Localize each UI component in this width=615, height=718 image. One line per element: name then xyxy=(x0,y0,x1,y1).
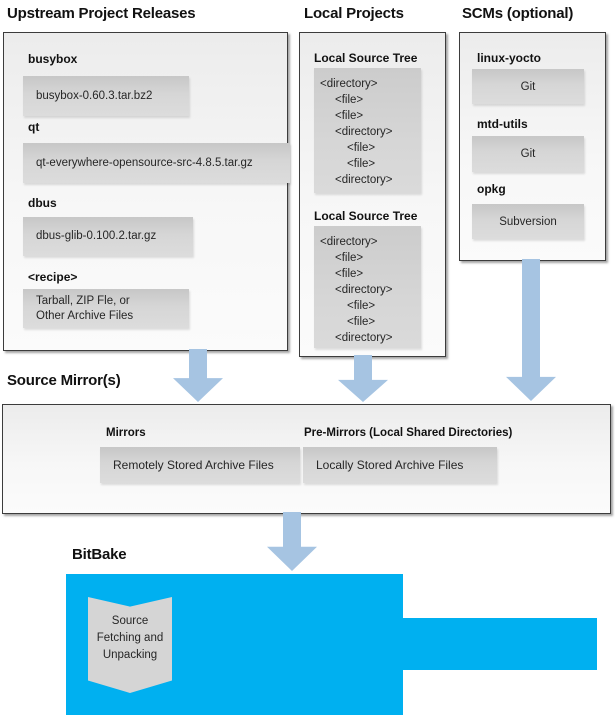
scm-item-tool: Subversion xyxy=(472,204,584,239)
upstream-item-file: qt-everywhere-opensource-src-4.8.5.tar.g… xyxy=(23,143,290,183)
tree-entry: <file> xyxy=(347,316,376,328)
down-arrow-icon xyxy=(506,259,556,401)
scms-title: SCMs (optional) xyxy=(462,5,574,22)
local-source-tree-label: Local Source Tree xyxy=(314,51,418,65)
local-source-tree-label: Local Source Tree xyxy=(314,209,418,223)
mirrors-group-label: Pre-Mirrors (Local Shared Directories) xyxy=(304,427,513,439)
tree-entry: <directory> xyxy=(320,78,378,90)
source-fetching-step-label: Source Fetching and Unpacking xyxy=(96,615,164,661)
tree-entry: <file> xyxy=(335,252,364,264)
tree-entry: <file> xyxy=(347,158,376,170)
upstream-item-label: qt xyxy=(28,120,40,134)
tree-entry: <directory> xyxy=(320,236,378,248)
tree-entry: <file> xyxy=(335,110,364,122)
mirrors-group-bar: Remotely Stored Archive Files xyxy=(100,447,300,483)
source-mirrors-title: Source Mirror(s) xyxy=(7,372,121,389)
source-mirrors-box: Mirrors Remotely Stored Archive Files Pr… xyxy=(2,404,611,514)
tree-entry: <file> xyxy=(335,268,364,280)
bitbake-pipeline-tab xyxy=(400,618,597,670)
local-source-tree: <directory> <file> <file> <directory> <f… xyxy=(314,226,421,348)
bitbake-title: BitBake xyxy=(72,546,127,563)
upstream-item-label: <recipe> xyxy=(28,270,78,284)
scm-item-label: linux-yocto xyxy=(477,51,542,65)
tree-entry: <file> xyxy=(347,142,376,154)
scm-item-tool: Git xyxy=(472,136,584,172)
upstream-item-label: busybox xyxy=(28,52,78,66)
local-source-tree: <directory> <file> <file> <directory> <f… xyxy=(314,68,421,193)
upstream-item-file: dbus-glib-0.100.2.tar.gz xyxy=(23,217,193,256)
down-arrow-icon xyxy=(338,355,388,402)
tree-entry: <directory> xyxy=(335,126,393,138)
mirrors-group-bar: Locally Stored Archive Files xyxy=(303,447,497,483)
mirrors-group-label: Mirrors xyxy=(106,427,146,439)
tree-entry: <directory> xyxy=(335,174,393,186)
tree-entry: <file> xyxy=(347,300,376,312)
local-projects-box: Local Source Tree <directory> <file> <fi… xyxy=(299,32,446,357)
scms-box: linux-yocto Git mtd-utils Git opkg Subve… xyxy=(459,32,606,261)
scm-item-label: opkg xyxy=(477,182,506,196)
scm-item-label: mtd-utils xyxy=(477,117,528,131)
upstream-item-file: Tarball, ZIP Fle, or Other Archive Files xyxy=(23,289,189,328)
upstream-item-file: busybox-0.60.3.tar.bz2 xyxy=(23,76,189,116)
scm-item-tool: Git xyxy=(472,69,584,104)
local-projects-title: Local Projects xyxy=(304,5,404,22)
tree-entry: <directory> xyxy=(335,332,393,344)
down-arrow-icon xyxy=(173,349,223,402)
upstream-box: busybox busybox-0.60.3.tar.bz2 qt qt-eve… xyxy=(3,32,290,351)
upstream-title: Upstream Project Releases xyxy=(7,5,196,22)
down-arrow-icon xyxy=(267,512,317,571)
tree-entry: <directory> xyxy=(335,284,393,296)
tree-entry: <file> xyxy=(335,94,364,106)
upstream-item-label: dbus xyxy=(28,196,57,210)
source-fetching-step: Source Fetching and Unpacking xyxy=(88,597,172,693)
